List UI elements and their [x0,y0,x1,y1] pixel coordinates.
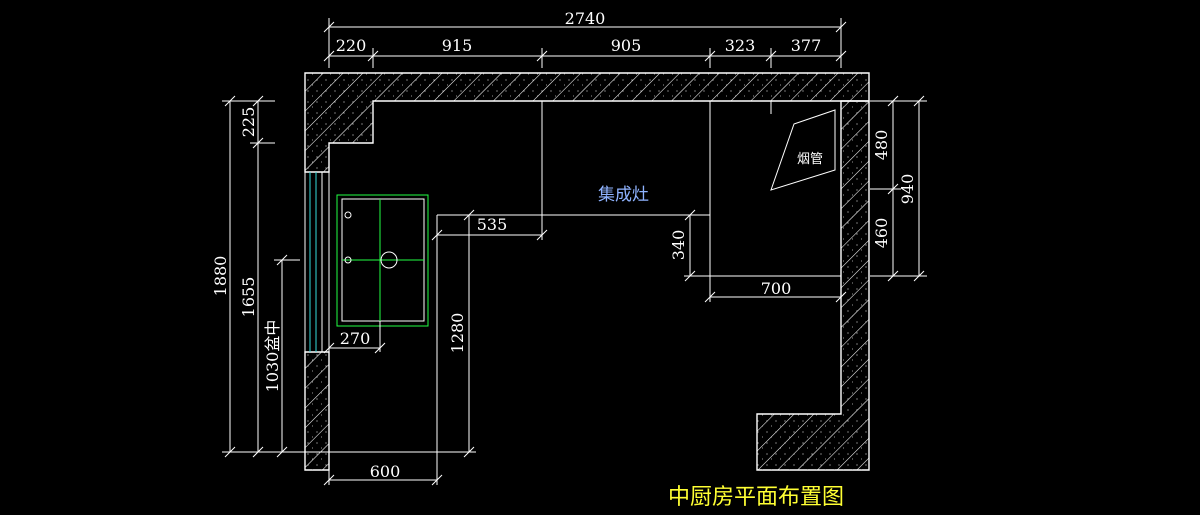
top-dimensions: 2740 220 915 905 323 377 [323,9,847,68]
sink [336,194,429,327]
dim-905: 905 [611,36,642,55]
dim-377: 377 [791,36,822,55]
dim-600: 600 [370,462,401,481]
dim-total-width: 2740 [565,9,606,28]
flue: 烟管 [770,109,836,191]
walls [304,72,870,471]
dim-1655: 1655 [239,277,258,318]
window [304,172,330,352]
flue-label: 烟管 [797,152,823,167]
dim-1280: 1280 [448,313,467,354]
dim-460: 460 [872,218,891,249]
counter-outline [328,101,841,453]
right-dimensions: 480 460 940 [870,95,927,282]
dim-940: 940 [898,174,917,205]
left-dimensions: 1880 225 1655 1030盆中 [211,95,330,458]
drawing-title: 中厨房平面布置图 [668,485,844,510]
dim-1880: 1880 [211,256,230,297]
dim-915: 915 [442,36,473,55]
dim-225: 225 [239,107,258,138]
dim-270: 270 [340,329,371,348]
dim-220: 220 [336,36,367,55]
dim-340: 340 [669,230,688,261]
dim-480: 480 [872,130,891,161]
inner-dimensions: 535 340 700 270 1280 600 [323,209,847,486]
dim-323: 323 [725,36,756,55]
dim-535: 535 [477,215,508,234]
dim-700: 700 [761,279,792,298]
stove-label: 集成灶 [598,185,649,205]
dim-sink-center: 1030盆中 [263,320,282,393]
